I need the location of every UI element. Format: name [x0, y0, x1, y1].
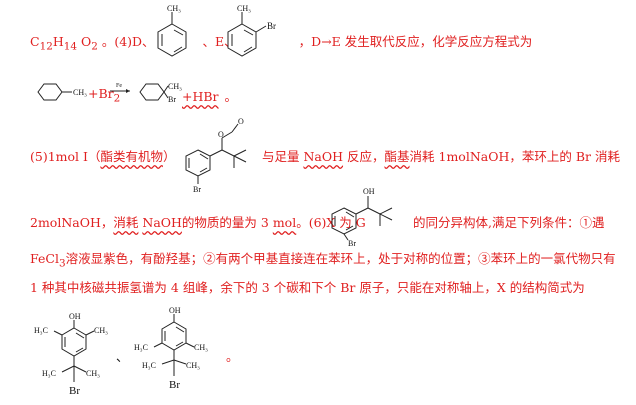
separator: 、	[116, 349, 129, 364]
oh-label: OH	[363, 187, 375, 196]
ch3-label: CH₃	[167, 4, 181, 13]
mol-label: mol	[272, 215, 297, 230]
br-label: Br	[267, 21, 276, 31]
ch3-label: H₃C	[134, 343, 148, 352]
formula-sub: 14	[63, 40, 77, 53]
naoh-label: NaOH	[142, 215, 182, 230]
formula-h: H	[52, 34, 64, 49]
ch3-label: CH₃	[86, 369, 100, 378]
formula-sub: 3	[58, 257, 66, 270]
oh-label: OH	[169, 306, 181, 315]
answer-structure-2: OH H₃C CH₃ H₃C CH₃ Br	[134, 306, 208, 391]
part6-label: 。(6)X 为 G	[296, 215, 366, 230]
conditions-label: 的同分异构体,满足下列条件：①遇	[413, 215, 605, 230]
text-segment: 消耗 1molNaOH，苯环上的 Br 消耗	[409, 149, 620, 164]
formula-o: O	[76, 34, 92, 49]
question-part6-line-cont: 的同分异构体,满足下列条件：①遇	[413, 212, 604, 231]
reagent-br2: +Br	[88, 86, 114, 101]
answer-structure-1: OH H₃C CH₃ H₃C CH₃ Br	[34, 312, 108, 397]
structure-g: OH Br	[331, 187, 393, 248]
answer-separator: 、	[116, 346, 129, 365]
question-line-8: 1 种其中核磁共振氢谱为 4 组峰，余下的 3 个碳和下个 Br 原子，只能在对…	[30, 277, 585, 296]
catalyst-label: Fe	[116, 83, 122, 89]
ch3-label: CH₃	[168, 82, 182, 91]
conditions-text: 1 种其中核磁共振氢谱为 4 组峰，余下的 3 个碳和下个 Br 原子，只能在对…	[30, 280, 585, 295]
paren-close: ）	[162, 149, 176, 164]
ch3-label: CH₃	[186, 361, 200, 370]
reaction-description: ，D→E 发生取代反应，化学反应方程式为	[298, 34, 533, 49]
ch3-label: H₃C	[142, 361, 156, 370]
part5-label: (5)1mol I（	[30, 149, 101, 164]
hbr-label: +HBr	[182, 89, 219, 104]
structure-e-bromotoluene: CH₃ Br	[227, 4, 276, 57]
answer-end: 。	[226, 346, 239, 365]
ch3-label: CH₃	[94, 326, 108, 335]
o-label: O	[238, 117, 244, 126]
structure-d-toluene: CH₃	[157, 4, 187, 57]
text-segment: 的物质的量为 3	[181, 215, 273, 230]
ch3-label: H₃C	[34, 326, 48, 335]
equation-reagent: +Br2	[88, 86, 120, 105]
formula-sub: 2	[91, 40, 98, 53]
question-part5-line-cont: 与足量 NaOH 反应，酯基消耗 1molNaOH，苯环上的 Br 消耗	[262, 146, 620, 165]
period: 。	[224, 89, 238, 104]
ch3-label: CH₃	[73, 88, 87, 97]
text-segment: 与足量	[262, 149, 304, 164]
period: 。	[226, 349, 239, 364]
oh-label: OH	[69, 312, 81, 321]
structure-i-ester: O O Br	[185, 117, 247, 194]
br-label: Br	[69, 385, 80, 397]
formula-c: C	[30, 34, 40, 49]
br-label: Br	[168, 95, 176, 104]
formula-sub: 12	[39, 40, 53, 53]
o-label: O	[218, 130, 224, 139]
ester-word: 酯类有机物	[100, 149, 163, 164]
question-line-1: C12H14 O2 。(4)D、、E、，D→E 发生取代反应，化学反应方程式为	[30, 31, 532, 53]
equation-product-bromotoluene: CH₃ Br	[139, 82, 182, 104]
formula-sub: 2	[113, 92, 121, 105]
part4-label: 。(4)D、	[97, 34, 155, 49]
question-line-7: FeCl3溶液显紫色，有酚羟基；②有两个甲基直接连在苯环上，处于对称的位置；③苯…	[30, 248, 616, 270]
ester-base-label: 酯基	[384, 149, 410, 164]
equation-product-hbr: +HBr 。	[182, 86, 237, 105]
text-segment: 2molNaOH，	[30, 215, 114, 230]
text-segment: 反应，	[343, 149, 385, 164]
conditions-text: 溶液显紫色，有酚羟基；②有两个甲基直接连在苯环上，处于对称的位置；③苯环上的一氯…	[65, 251, 616, 266]
fecl3-label: FeCl	[30, 251, 59, 266]
br-label: Br	[193, 185, 201, 194]
reaction-arrow: Fe	[110, 83, 130, 93]
ch3-label: CH₃	[237, 4, 251, 13]
br-label: Br	[348, 239, 356, 248]
ch3-label: CH₃	[194, 343, 208, 352]
ch3-label: H₃C	[42, 369, 56, 378]
equation-reactant-toluene: CH₃	[37, 83, 87, 101]
br-label: Br	[169, 379, 180, 391]
question-part6-line: 2molNaOH，消耗 NaOH的物质的量为 3 mol。(6)X 为 G	[30, 212, 366, 231]
naoh-label: NaOH	[303, 149, 344, 164]
consume-label: 消耗	[113, 215, 139, 230]
question-part5-line: (5)1mol I（酯类有机物）	[30, 146, 175, 165]
